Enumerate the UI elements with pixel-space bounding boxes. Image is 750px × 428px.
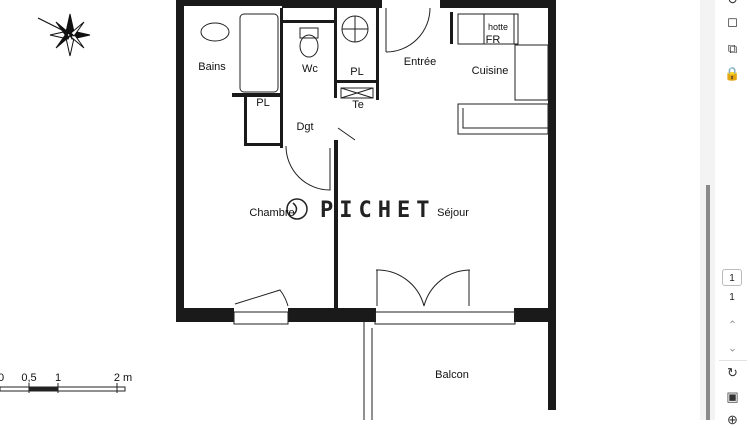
document-viewport: Bains Wc PL PL Te Entrée Cuisine hotte F… bbox=[0, 0, 556, 420]
room-label-bains: Bains bbox=[198, 61, 226, 73]
room-label-wc: Wc bbox=[302, 63, 318, 75]
room-label-sejour: Séjour bbox=[437, 207, 469, 219]
label-frigo: FR bbox=[485, 34, 501, 46]
page-number-input[interactable]: 1 bbox=[722, 269, 742, 286]
scale-label-1: 1 bbox=[54, 372, 62, 384]
scale-label-0: 0 bbox=[0, 372, 5, 384]
room-label-chambre: Chambre bbox=[249, 207, 295, 219]
page-count: 1 bbox=[729, 292, 735, 303]
label-hotte: hotte bbox=[487, 22, 509, 32]
room-label-cuisine: Cuisine bbox=[471, 65, 509, 77]
scrollbar-thumb[interactable] bbox=[706, 185, 710, 420]
room-label-pl-bath: PL bbox=[256, 97, 270, 109]
room-label-dgt: Dgt bbox=[296, 121, 314, 133]
room-label-pl: PL bbox=[350, 66, 364, 78]
floor-plan bbox=[0, 0, 556, 420]
scale-label-2m: 2 m bbox=[113, 372, 133, 384]
watermark: PICHET bbox=[320, 198, 436, 223]
room-label-entree: Entrée bbox=[403, 56, 437, 68]
lock-icon[interactable]: 🔒 bbox=[724, 66, 741, 81]
room-label-balcon: Balcon bbox=[435, 369, 469, 381]
compass-icon bbox=[37, 13, 91, 57]
bookmark-icon[interactable]: ◻ bbox=[727, 14, 738, 29]
viewer-sidebar: ↻ ◻ ⧉ 🔒 ⌃ ⌄ ↻ ▣ ⊕ bbox=[715, 0, 750, 427]
zoom-icon[interactable]: ⊕ bbox=[727, 412, 738, 427]
walls bbox=[176, 0, 556, 410]
sidebar-divider bbox=[719, 360, 747, 361]
fit-page-icon[interactable]: ▣ bbox=[726, 389, 739, 404]
scale-label-05: 0,5 bbox=[21, 372, 37, 384]
previous-page-icon[interactable]: ⌃ bbox=[727, 319, 738, 332]
rotate-icon[interactable]: ↻ bbox=[727, 365, 738, 380]
scale-bar bbox=[0, 383, 126, 393]
next-page-icon[interactable]: ⌄ bbox=[727, 342, 738, 355]
pichet-logo-icon bbox=[286, 198, 308, 220]
refresh-partial-icon[interactable]: ↻ bbox=[715, 0, 750, 8]
room-label-te: Te bbox=[352, 99, 364, 111]
copy-pages-icon[interactable]: ⧉ bbox=[727, 41, 738, 56]
